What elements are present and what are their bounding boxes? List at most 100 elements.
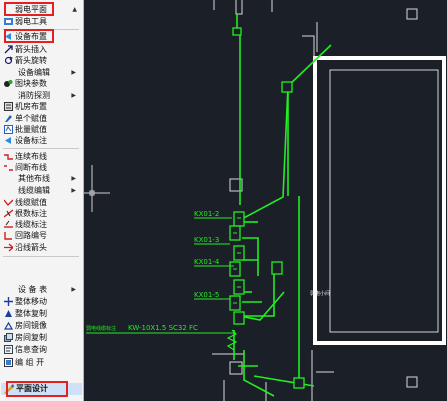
move-all-icon: [4, 297, 13, 306]
wire-assign-icon: [3, 198, 14, 207]
menu-item-broken-wire[interactable]: 间断布线: [1, 162, 82, 173]
menu-item-wire-label[interactable]: 线缆标注: [1, 219, 82, 230]
menu-item-label: 设备标注: [15, 136, 47, 145]
menu-item-fire-probe[interactable]: 消防探测 ▶: [1, 90, 82, 101]
floor-plan-drawing[interactable]: KX01-2 KX01-3 KX01-4 KX01-5 弱电线缆标注 KW-10…: [84, 0, 447, 401]
menu-separator: [3, 148, 79, 149]
menu-item-label: 根数标注: [15, 209, 47, 218]
menu-item-room-mirror[interactable]: 房间镜像: [1, 320, 82, 331]
group-icon: [4, 358, 13, 367]
menu-item-label: 编 组 开: [15, 358, 45, 367]
room-mirror-icon: [3, 321, 14, 330]
menu-item-info-query[interactable]: 信息查询: [1, 344, 82, 355]
menu-item-root-label[interactable]: 根数标注: [1, 208, 82, 219]
root-label-icon: [3, 209, 14, 218]
label-leaders: [86, 217, 234, 334]
submenu-arrow-icon: ▶: [71, 92, 76, 99]
wire-arrow-icon: [4, 243, 14, 252]
room-label[interactable]: 弱电小间: [310, 290, 330, 297]
label-kx01-3[interactable]: KX01-3: [194, 236, 219, 244]
menu-item-block-params[interactable]: 图块参数: [1, 78, 82, 89]
menu-item-label: 其他布线: [18, 174, 50, 183]
menu-item-label: 箭头插入: [15, 45, 47, 54]
menu-item-arrow-insert[interactable]: 箭头插入: [1, 44, 82, 55]
menu-item-wire-edit[interactable]: 线缆编辑 ▶: [1, 185, 82, 196]
menu-item-label: 连续布线: [15, 152, 47, 161]
menu-item-single-assign[interactable]: 单个赋值: [1, 113, 82, 124]
menu-item-label: 消防探测: [18, 91, 50, 100]
menu-item-label: 回路编号: [15, 231, 47, 240]
menu-item-wire-arrow[interactable]: 沿线箭头: [1, 242, 82, 253]
loop-number-icon: [4, 231, 13, 240]
submenu-arrow-icon: ▶: [71, 69, 76, 76]
menu-item-label: 间断布线: [15, 163, 47, 172]
highlight-box-header: [4, 2, 54, 16]
menu-item-wire-assign[interactable]: 线缆赋值: [1, 197, 82, 208]
menu-item-label: 信息查询: [15, 345, 47, 354]
broken-wire-icon: [4, 163, 13, 172]
collapse-icon[interactable]: ▲: [72, 6, 77, 13]
menu-item-label: 设备编辑: [18, 68, 50, 77]
menu-item-label: 机房布置: [15, 102, 47, 111]
menu-item-device-table[interactable]: 设 备 表 ▶: [1, 284, 82, 295]
label-kx01-4[interactable]: KX01-4: [194, 258, 220, 266]
wires: [233, 14, 332, 397]
single-assign-icon: [4, 114, 13, 123]
menu-item-label: 整体复制: [15, 309, 47, 318]
label-kx01-5[interactable]: KX01-5: [194, 291, 219, 299]
cable-zigzag: [226, 329, 238, 351]
tool-menu-panel: 弱电平面 ▲ 弱电工具 设备布置 箭头插入 箭头旋转 设备编辑 ▶ 图块参数: [0, 0, 84, 401]
submenu-arrow-icon: ▶: [71, 286, 76, 293]
menu-item-label: 图块参数: [15, 79, 47, 88]
menu-item-label: 房间镜像: [15, 321, 47, 330]
arrow-rotate-icon: [4, 56, 13, 65]
wire-label-icon: [4, 220, 13, 229]
tools-icon: [4, 17, 13, 26]
menu-item-label: 设 备 表: [18, 285, 48, 294]
submenu-arrow-icon: ▶: [71, 175, 76, 182]
menu-item-label: 弱电工具: [15, 17, 47, 26]
menu-item-move-all[interactable]: 整体移动: [1, 296, 82, 307]
menu-header-label: 弱电平面: [15, 5, 47, 14]
info-query-icon: [4, 345, 13, 354]
crosshair-cursor: [84, 165, 110, 212]
menu-item-loop-number[interactable]: 回路编号: [1, 230, 82, 241]
menu-item-label: 沿线箭头: [15, 243, 47, 252]
menu-item-label: 线缆编辑: [18, 186, 50, 195]
menu-item-arrow-rotate[interactable]: 箭头旋转: [1, 55, 82, 66]
menu-item-room-copy[interactable]: 房间复制: [1, 332, 82, 343]
menu-item-device-label[interactable]: 设备标注: [1, 135, 82, 146]
cable-spec-label[interactable]: KW-10X1.5 SC32 FC: [128, 324, 198, 332]
menu-item-label: 整体移动: [15, 297, 47, 306]
menu-header-weak-current-plan[interactable]: 弱电平面 ▲: [1, 4, 82, 15]
menu-item-server-room[interactable]: 机房布置: [1, 101, 82, 112]
menu-item-label: 批量赋值: [15, 125, 47, 134]
menu-item-label: 平面设计: [16, 384, 48, 393]
highlight-box-layout: [4, 29, 54, 43]
walls: [212, 0, 446, 401]
copy-all-icon: [4, 309, 13, 318]
menu-item-label: 线缆标注: [15, 220, 47, 229]
menu-item-label: 设备布置: [15, 32, 47, 41]
menu-item-copy-all[interactable]: 整体复制: [1, 308, 82, 319]
menu-item-group[interactable]: 编 组 开: [1, 357, 82, 368]
menu-item-batch-assign[interactable]: 批量赋值: [1, 124, 82, 135]
device-dots: [233, 217, 241, 304]
menu-item-label: 线缆赋值: [15, 198, 47, 207]
server-room-icon: [4, 102, 13, 111]
menu-item-tools[interactable]: 弱电工具: [1, 16, 82, 27]
continuous-wire-icon: [4, 152, 13, 161]
menu-item-label: 箭头旋转: [15, 56, 47, 65]
cad-canvas[interactable]: KX01-2 KX01-3 KX01-4 KX01-5 弱电线缆标注 KW-10…: [84, 0, 447, 401]
menu-item-other-wire[interactable]: 其他布线 ▶: [1, 173, 82, 184]
menu-item-continuous-wire[interactable]: 连续布线: [1, 151, 82, 162]
menu-item-device-edit[interactable]: 设备编辑 ▶: [1, 67, 82, 78]
highlight-box-plan-design: [6, 381, 68, 397]
menu-item-label: 房间复制: [15, 333, 47, 342]
device-label-icon: [4, 136, 13, 145]
cable-prefix-label[interactable]: 弱电线缆标注: [86, 325, 116, 332]
room-copy-icon: [4, 333, 13, 342]
label-kx01-2[interactable]: KX01-2: [194, 210, 219, 218]
block-params-icon: [4, 79, 13, 88]
